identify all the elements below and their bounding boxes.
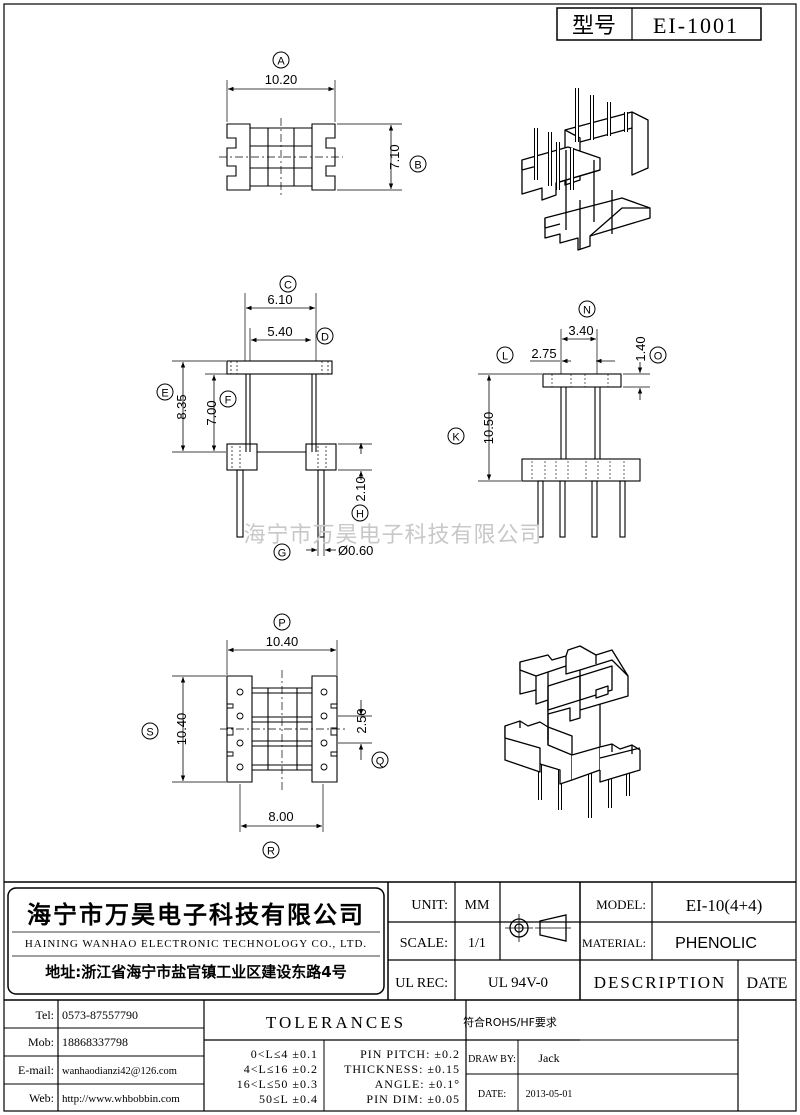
material-value: PHENOLIC	[675, 935, 757, 952]
side-view	[478, 329, 650, 538]
label-E: E	[161, 388, 168, 400]
dim-S-value: 10.40	[174, 713, 189, 746]
label-L-circle	[496, 346, 514, 364]
label-L: L	[502, 351, 508, 363]
label-O-circle	[649, 346, 667, 364]
model-value: EI-10(4+4)	[686, 896, 763, 915]
label-K: K	[452, 432, 460, 444]
drawn-by-label: DRAW BY:	[468, 1054, 516, 1065]
label-C-circle	[279, 275, 297, 293]
label-P-circle	[273, 613, 291, 631]
label-K-circle	[447, 427, 465, 445]
label-H-circle	[351, 504, 369, 522]
label-F-circle	[219, 390, 237, 408]
unit-value: MM	[465, 898, 490, 913]
unit-label: UNIT:	[411, 898, 448, 913]
label-N-circle	[578, 300, 596, 318]
label-G-circle	[273, 543, 291, 561]
label-S: S	[146, 727, 153, 739]
email-label: E-mail:	[18, 1063, 54, 1077]
label-G: G	[278, 548, 287, 560]
dim-E-value: 8.35	[174, 394, 189, 419]
label-S-circle	[141, 722, 159, 740]
mob-label: Mob:	[28, 1035, 54, 1049]
pin-tolerance-4: PIN DIM: ±0.05	[366, 1092, 460, 1106]
date-label: DATE:	[478, 1089, 506, 1100]
dim-L-value: 2.75	[531, 346, 556, 361]
label-B-circle	[409, 155, 427, 173]
dim-G-value: Ø0.60	[338, 543, 373, 558]
title-block	[4, 881, 796, 1111]
dim-P-value: 10.40	[266, 634, 299, 649]
projection-symbol-icon	[505, 914, 571, 942]
label-C: C	[284, 280, 292, 292]
dim-D-value: 5.40	[267, 324, 292, 339]
pin-tolerance-3: ANGLE: ±0.1°	[375, 1077, 460, 1091]
model-header: 型号 EI-1001	[556, 7, 762, 41]
tolerance-line-2: 4<L≤16 ±0.2	[244, 1062, 318, 1076]
label-Q-circle	[371, 751, 389, 769]
dim-A-value: 10.20	[265, 72, 298, 87]
label-O: O	[654, 351, 663, 363]
date-value: 2013-05-01	[526, 1089, 573, 1100]
model-label: MODEL:	[596, 897, 646, 912]
type-label: 型号	[572, 14, 616, 39]
drawn-by-value: Jack	[538, 1051, 559, 1065]
rohs-note: 符合ROHS/HF要求	[463, 1015, 557, 1029]
label-A: A	[277, 56, 285, 68]
scale-label: SCALE:	[400, 936, 448, 951]
ulrec-value: UL 94V-0	[488, 975, 548, 991]
company-name-en: HAINING WANHAO ELECTRONIC TECHNOLOGY CO.…	[25, 938, 367, 950]
tolerances-title: TOLERANCES	[266, 1013, 406, 1032]
label-Q: Q	[376, 756, 385, 768]
label-N: N	[583, 305, 591, 317]
tolerance-line-3: 16<L≤50 ±0.3	[237, 1077, 318, 1091]
dim-Q-value: 2.50	[354, 708, 369, 733]
label-B: B	[414, 160, 421, 172]
pin-tolerance-1: PIN PITCH: ±0.2	[360, 1047, 460, 1061]
dim-B-value: 7.10	[387, 144, 402, 169]
isometric-view-1	[521, 88, 651, 251]
dim-C-value: 6.10	[267, 292, 292, 307]
sheet-border	[3, 3, 797, 1112]
dim-H-value: 2.10	[353, 476, 368, 501]
mob-value: 18868337798	[62, 1035, 128, 1049]
date-header: DATE	[747, 975, 788, 992]
ulrec-label: UL REC:	[395, 976, 448, 991]
dim-R-value: 8.00	[268, 809, 293, 824]
label-H: H	[356, 509, 364, 521]
label-R-circle	[262, 841, 280, 859]
company-address: 地址:浙江省海宁市盐官镇工业区建设东路4号	[45, 963, 346, 981]
label-D: D	[321, 332, 329, 344]
tel-label: Tel:	[36, 1008, 55, 1022]
bottom-view	[172, 640, 372, 832]
dim-F-value: 7.00	[204, 400, 219, 425]
label-D-circle	[316, 327, 334, 345]
description-header: DESCRIPTION	[594, 973, 727, 992]
label-E-circle	[156, 383, 174, 401]
label-F: F	[225, 395, 232, 407]
tel-value: 0573-87557790	[62, 1008, 138, 1022]
label-P: P	[278, 618, 285, 630]
watermark: 海宁市万昊电子科技有限公司	[243, 523, 542, 548]
label-R: R	[267, 846, 275, 858]
tolerance-line-1: 0<L≤4 ±0.1	[251, 1047, 318, 1061]
tolerance-line-4: 50≤L ±0.4	[259, 1092, 318, 1106]
type-value: EI-1001	[653, 13, 739, 38]
scale-value: 1/1	[468, 936, 486, 951]
dim-O-value: 1.40	[633, 336, 648, 361]
dim-N-value: 3.40	[568, 323, 593, 338]
pin-tolerance-2: THICKNESS: ±0.15	[344, 1062, 460, 1076]
material-label: MATERIAL:	[582, 936, 646, 950]
front-view	[172, 293, 372, 556]
isometric-view-2	[504, 645, 641, 818]
top-view	[219, 80, 402, 196]
email-value: wanhaodianzi42@126.com	[62, 1066, 177, 1077]
label-A-circle	[272, 51, 290, 69]
web-label: Web:	[29, 1091, 54, 1105]
dim-K-value: 10.50	[481, 412, 496, 445]
web-value: http://www.whbobbin.com	[62, 1093, 180, 1105]
company-name-cn: 海宁市万昊电子科技有限公司	[27, 901, 365, 929]
